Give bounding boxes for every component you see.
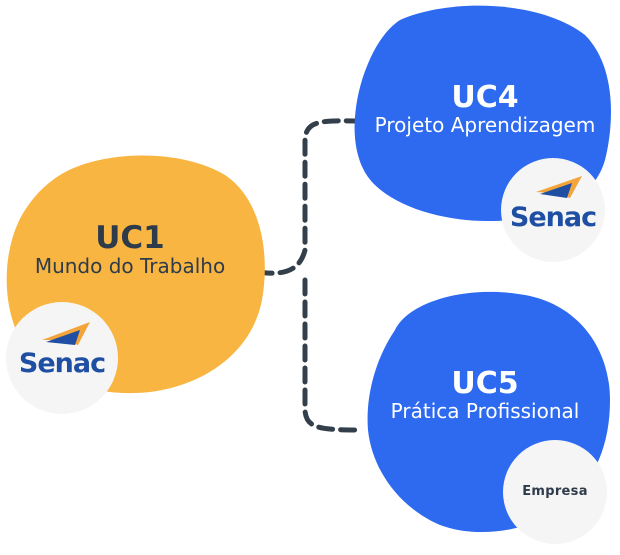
uc4-code: UC4 [451,80,519,115]
uc4-badge-text: Senac [510,202,596,233]
uc5-badge-text: Empresa [522,484,588,499]
uc1-title: Mundo do Trabalho [34,253,226,278]
uc1-badge-text: Senac [19,348,105,379]
uc5-title: Prática Profissional [390,398,580,423]
uc5-label: UC5 Prática Profissional [355,368,615,422]
uc1-code: UC1 [95,220,165,256]
uc1-label: UC1 Mundo do Trabalho [0,222,260,277]
uc5-empresa-badge [503,440,607,544]
uc5-code: UC5 [451,366,519,401]
uc4-senac-badge: Senac [501,158,605,262]
uc4-title: Projeto Aprendizagem [374,112,596,137]
connector-bracket [255,118,365,433]
uc1-senac-badge: Senac [6,302,118,414]
uc4-label: UC4 Projeto Aprendizagem [355,82,615,136]
